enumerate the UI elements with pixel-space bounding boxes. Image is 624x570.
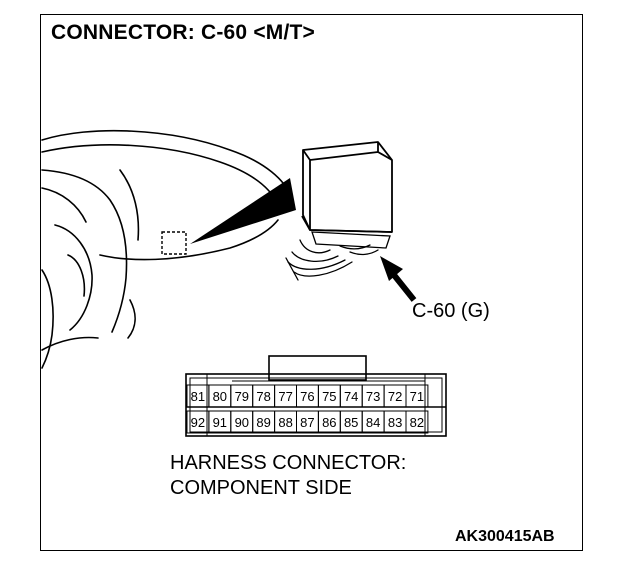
- pin-label-89: 89: [256, 415, 270, 430]
- pin-cell: [405, 410, 429, 434]
- pin-label-86: 86: [322, 415, 336, 430]
- pin-label-82: 82: [410, 415, 424, 430]
- pin-label-90: 90: [235, 415, 249, 430]
- pointer-wedge: [190, 178, 296, 244]
- pin-label-71: 71: [410, 389, 424, 404]
- connector-caption: HARNESS CONNECTOR: COMPONENT SIDE: [170, 451, 406, 501]
- pin-label-74: 74: [344, 389, 358, 404]
- diagram-title: CONNECTOR: C-60 <M/T>: [51, 21, 316, 44]
- callout-arrow: [380, 256, 417, 302]
- pin-label-91: 91: [213, 415, 227, 430]
- pin-label-92: 92: [191, 415, 205, 430]
- pin-label-76: 76: [300, 389, 314, 404]
- pin-label-87: 87: [300, 415, 314, 430]
- diagram-frame: [40, 14, 583, 551]
- pin-label-85: 85: [344, 415, 358, 430]
- dashboard-outline: [41, 129, 293, 369]
- caption-line-1: HARNESS CONNECTOR:: [170, 452, 407, 474]
- pin-label-84: 84: [366, 415, 380, 430]
- pin-label-83: 83: [388, 415, 402, 430]
- engine-control-module: [301, 141, 393, 233]
- pin-label-81: 81: [191, 389, 205, 404]
- pin-label-77: 77: [278, 389, 292, 404]
- ecu-location-marker: [161, 231, 187, 255]
- pin-label-78: 78: [256, 389, 270, 404]
- module-harness: [285, 231, 391, 281]
- pin-label-72: 72: [388, 389, 402, 404]
- reference-code: AK300415AB: [455, 528, 555, 545]
- harness-connector-face: 81 80 79 78 77 76 75 74 73 72 71 92 91 90 89 88 87 86 85 84…: [185, 355, 447, 437]
- pin-label-73: 73: [366, 389, 380, 404]
- caption-line-2: COMPONENT SIDE: [170, 477, 352, 499]
- pin-cell: [405, 384, 429, 408]
- pin-cells: 81 80 79 78 77 76 75 74 73 72 71 92 91 90 89 88 87 86 85 84…: [186, 384, 429, 434]
- pin-label-80: 80: [213, 389, 227, 404]
- pin-label-75: 75: [322, 389, 336, 404]
- connector-callout-label: C-60 (G): [412, 300, 490, 322]
- pin-label-79: 79: [235, 389, 249, 404]
- pin-label-88: 88: [278, 415, 292, 430]
